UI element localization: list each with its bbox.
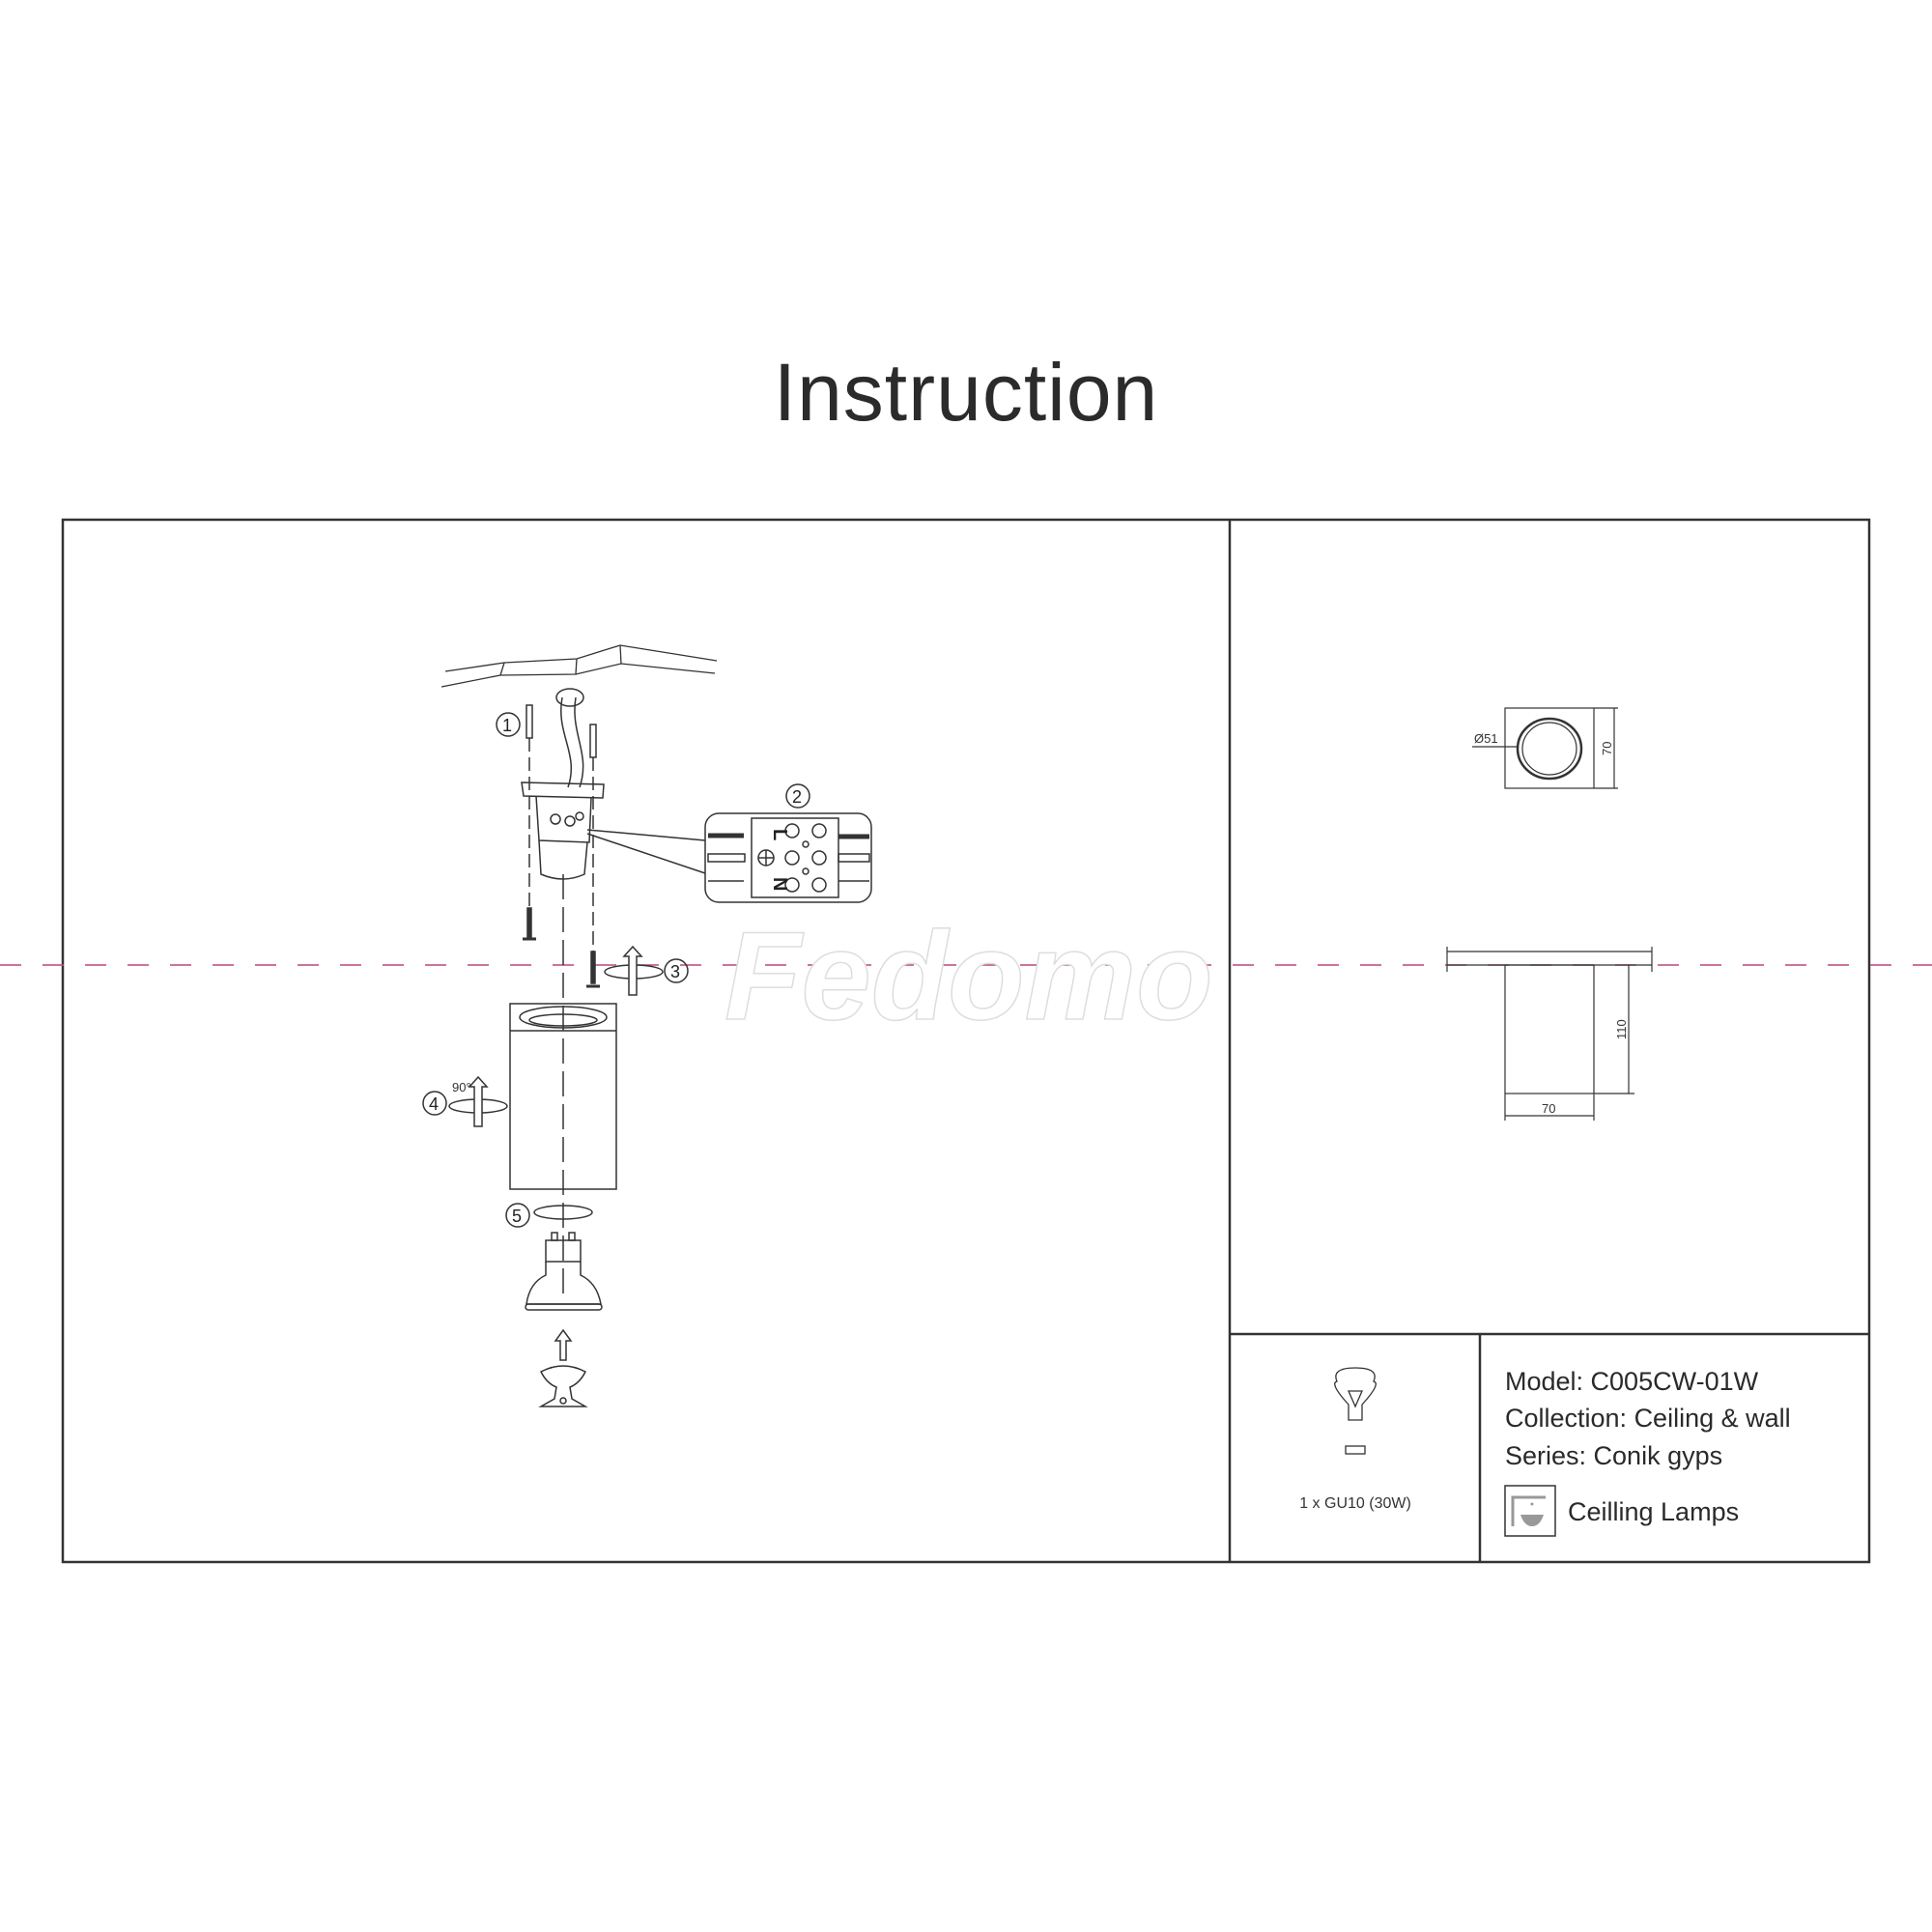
step-2: 2 xyxy=(792,787,802,807)
diameter-label: Ø51 xyxy=(1474,731,1498,746)
series-spec: Series: Conik gyps xyxy=(1505,1441,1723,1470)
terminal-neutral-label: N xyxy=(769,877,790,891)
step-1: 1 xyxy=(502,716,512,735)
step-5: 5 xyxy=(512,1207,522,1226)
gu10-bulb xyxy=(525,1232,603,1311)
collection-spec: Collection: Ceiling & wall xyxy=(1505,1404,1791,1433)
power-cable xyxy=(555,688,584,788)
watermark: Fedomo xyxy=(724,905,1213,1046)
ceiling-lamp-icon xyxy=(1504,1485,1556,1537)
bulb-holder xyxy=(538,1365,588,1407)
rotation-angle-label: 90° xyxy=(452,1080,471,1094)
top-side-label: 70 xyxy=(1600,742,1614,755)
light-bulb-icon xyxy=(1334,1367,1377,1455)
step-3: 3 xyxy=(670,962,680,981)
terminal-block-detail: L N xyxy=(586,812,872,903)
rotation-arrow-3 xyxy=(604,945,664,996)
bulb-spec-caption: 1 x GU10 (30W) xyxy=(1299,1495,1411,1512)
side-view-drawing xyxy=(1446,947,1653,1121)
category-label: Ceilling Lamps xyxy=(1568,1497,1740,1526)
terminal-live-label: L xyxy=(769,829,790,840)
page-title: Instruction xyxy=(773,347,1159,438)
rotation-arrow-5 xyxy=(533,1205,593,1220)
height-label: 110 xyxy=(1614,1019,1629,1039)
step-markers: 1 2 3 4 5 xyxy=(422,712,810,1228)
insert-arrow xyxy=(554,1328,573,1361)
step-4: 4 xyxy=(429,1094,439,1114)
top-view-drawing xyxy=(1472,707,1618,789)
lamp-shade xyxy=(509,1003,617,1190)
ceiling xyxy=(440,644,718,688)
model-spec: Model: C005CW-01W xyxy=(1505,1367,1759,1396)
frame xyxy=(61,518,1871,1564)
width-label: 70 xyxy=(1542,1101,1555,1116)
rotation-arrow-4 xyxy=(448,1075,508,1127)
screws xyxy=(523,704,600,988)
